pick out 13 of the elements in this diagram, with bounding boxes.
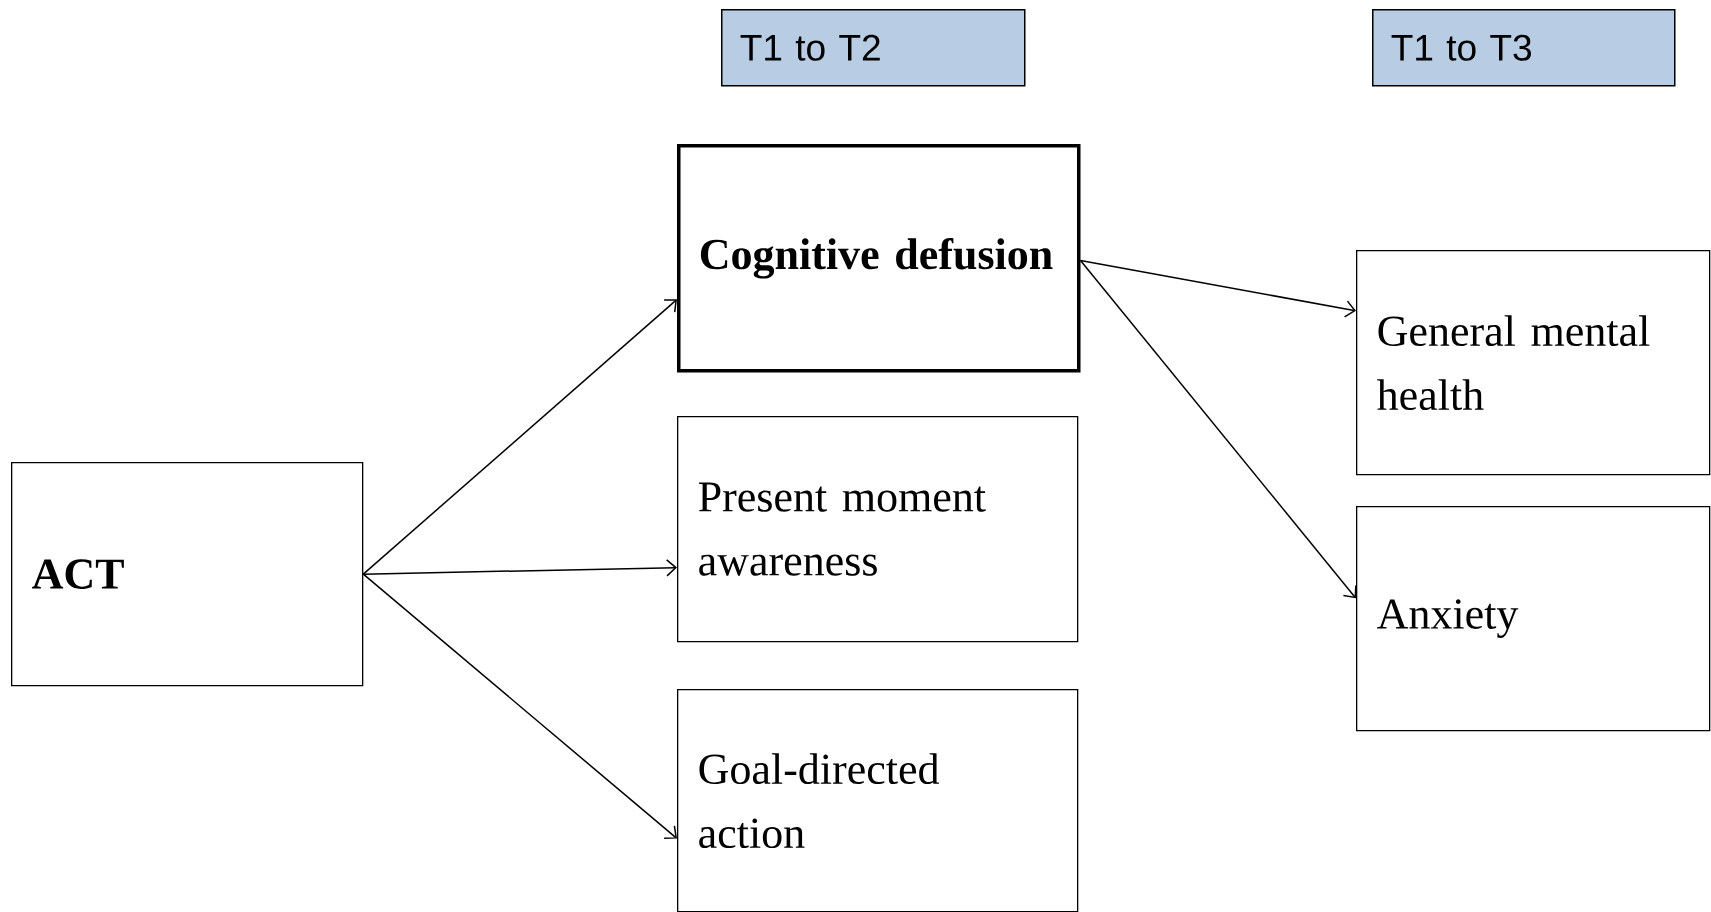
arrow [362, 573, 677, 839]
outcome-box: General mental health [1356, 250, 1711, 476]
arrow [362, 299, 677, 575]
arrow [362, 559, 677, 577]
process-box: Cognitive defusion [677, 144, 1081, 373]
process-box: Goal-directed action [677, 689, 1079, 912]
arrow [1079, 259, 1356, 318]
arrow [1079, 259, 1357, 599]
process-box: Present moment awareness [677, 416, 1079, 643]
process-box: ACT [11, 462, 364, 687]
outcome-box: Anxiety [1356, 506, 1711, 732]
period-header: T1 to T2 [721, 9, 1026, 87]
period-header: T1 to T3 [1372, 9, 1676, 87]
